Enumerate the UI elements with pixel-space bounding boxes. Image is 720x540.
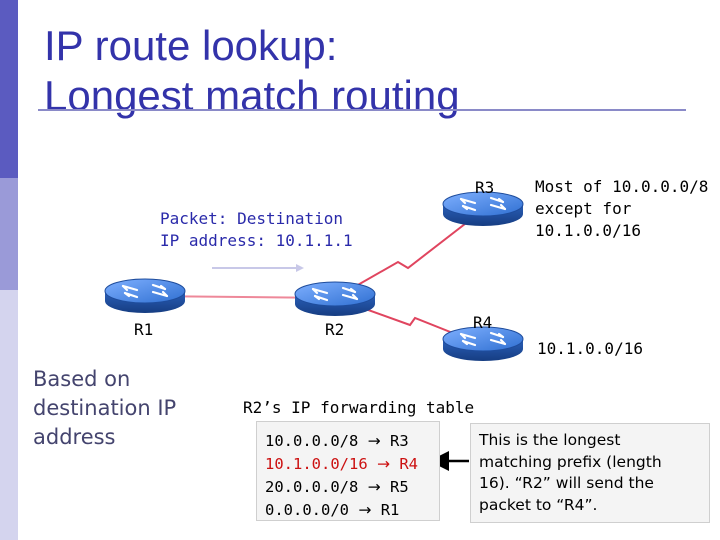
based-on-line1: Based on bbox=[33, 367, 131, 391]
router-label-r1: R1 bbox=[134, 320, 154, 339]
table-row: 0.0.0.0/0 → R1 bbox=[265, 501, 400, 519]
router-label-r2: R2 bbox=[325, 320, 345, 339]
table-row: 20.0.0.0/8 → R5 bbox=[265, 478, 409, 496]
table-row: 10.0.0.0/8 → R3 bbox=[265, 432, 409, 450]
table-row-highlighted: 10.1.0.0/16 → R4 bbox=[265, 455, 419, 473]
router-r3-icon bbox=[441, 190, 525, 228]
based-on-line2: destination IP bbox=[33, 396, 177, 420]
router-r2-icon bbox=[293, 280, 377, 318]
accent-bar-mid bbox=[0, 178, 18, 290]
forwarding-table-title: R2’s IP forwarding table bbox=[243, 398, 475, 417]
longest-prefix-note: This is the longest matching prefix (len… bbox=[470, 423, 710, 523]
note-line1: This is the longest bbox=[479, 431, 621, 449]
slide-title-line1: IP route lookup: bbox=[44, 22, 338, 69]
r3-annotation-line1: Most of 10.0.0.0/8 bbox=[535, 177, 709, 196]
r3-annotation-line3: 10.1.0.0/16 bbox=[535, 221, 641, 240]
note-line3: 16). “R2” will send the bbox=[479, 474, 654, 492]
r4-annotation: 10.1.0.0/16 bbox=[537, 339, 643, 358]
note-line4: packet to “R4”. bbox=[479, 495, 598, 514]
router-label-r3: R3 bbox=[475, 178, 495, 197]
router-r1-icon bbox=[103, 277, 187, 315]
packet-label-line1: Packet: Destination bbox=[160, 209, 344, 228]
r3-annotation-line2: except for bbox=[535, 199, 632, 218]
accent-bar-top bbox=[0, 0, 18, 178]
note-line2: matching prefix (length bbox=[479, 452, 662, 471]
router-r4-icon bbox=[441, 325, 525, 363]
link-r2-r3 bbox=[334, 209, 484, 299]
link-r2-r4 bbox=[334, 297, 484, 346]
forwarding-table: 10.0.0.0/8 → R3 10.1.0.0/16 → R4 20.0.0.… bbox=[256, 421, 440, 521]
based-on-line3: address bbox=[33, 425, 116, 449]
packet-label-line2: IP address: 10.1.1.1 bbox=[160, 231, 353, 250]
slide-title-line2: Longest match routing bbox=[44, 72, 460, 119]
title-underline bbox=[38, 109, 686, 111]
router-label-r4: R4 bbox=[473, 313, 493, 332]
accent-bar-bottom bbox=[0, 290, 18, 540]
